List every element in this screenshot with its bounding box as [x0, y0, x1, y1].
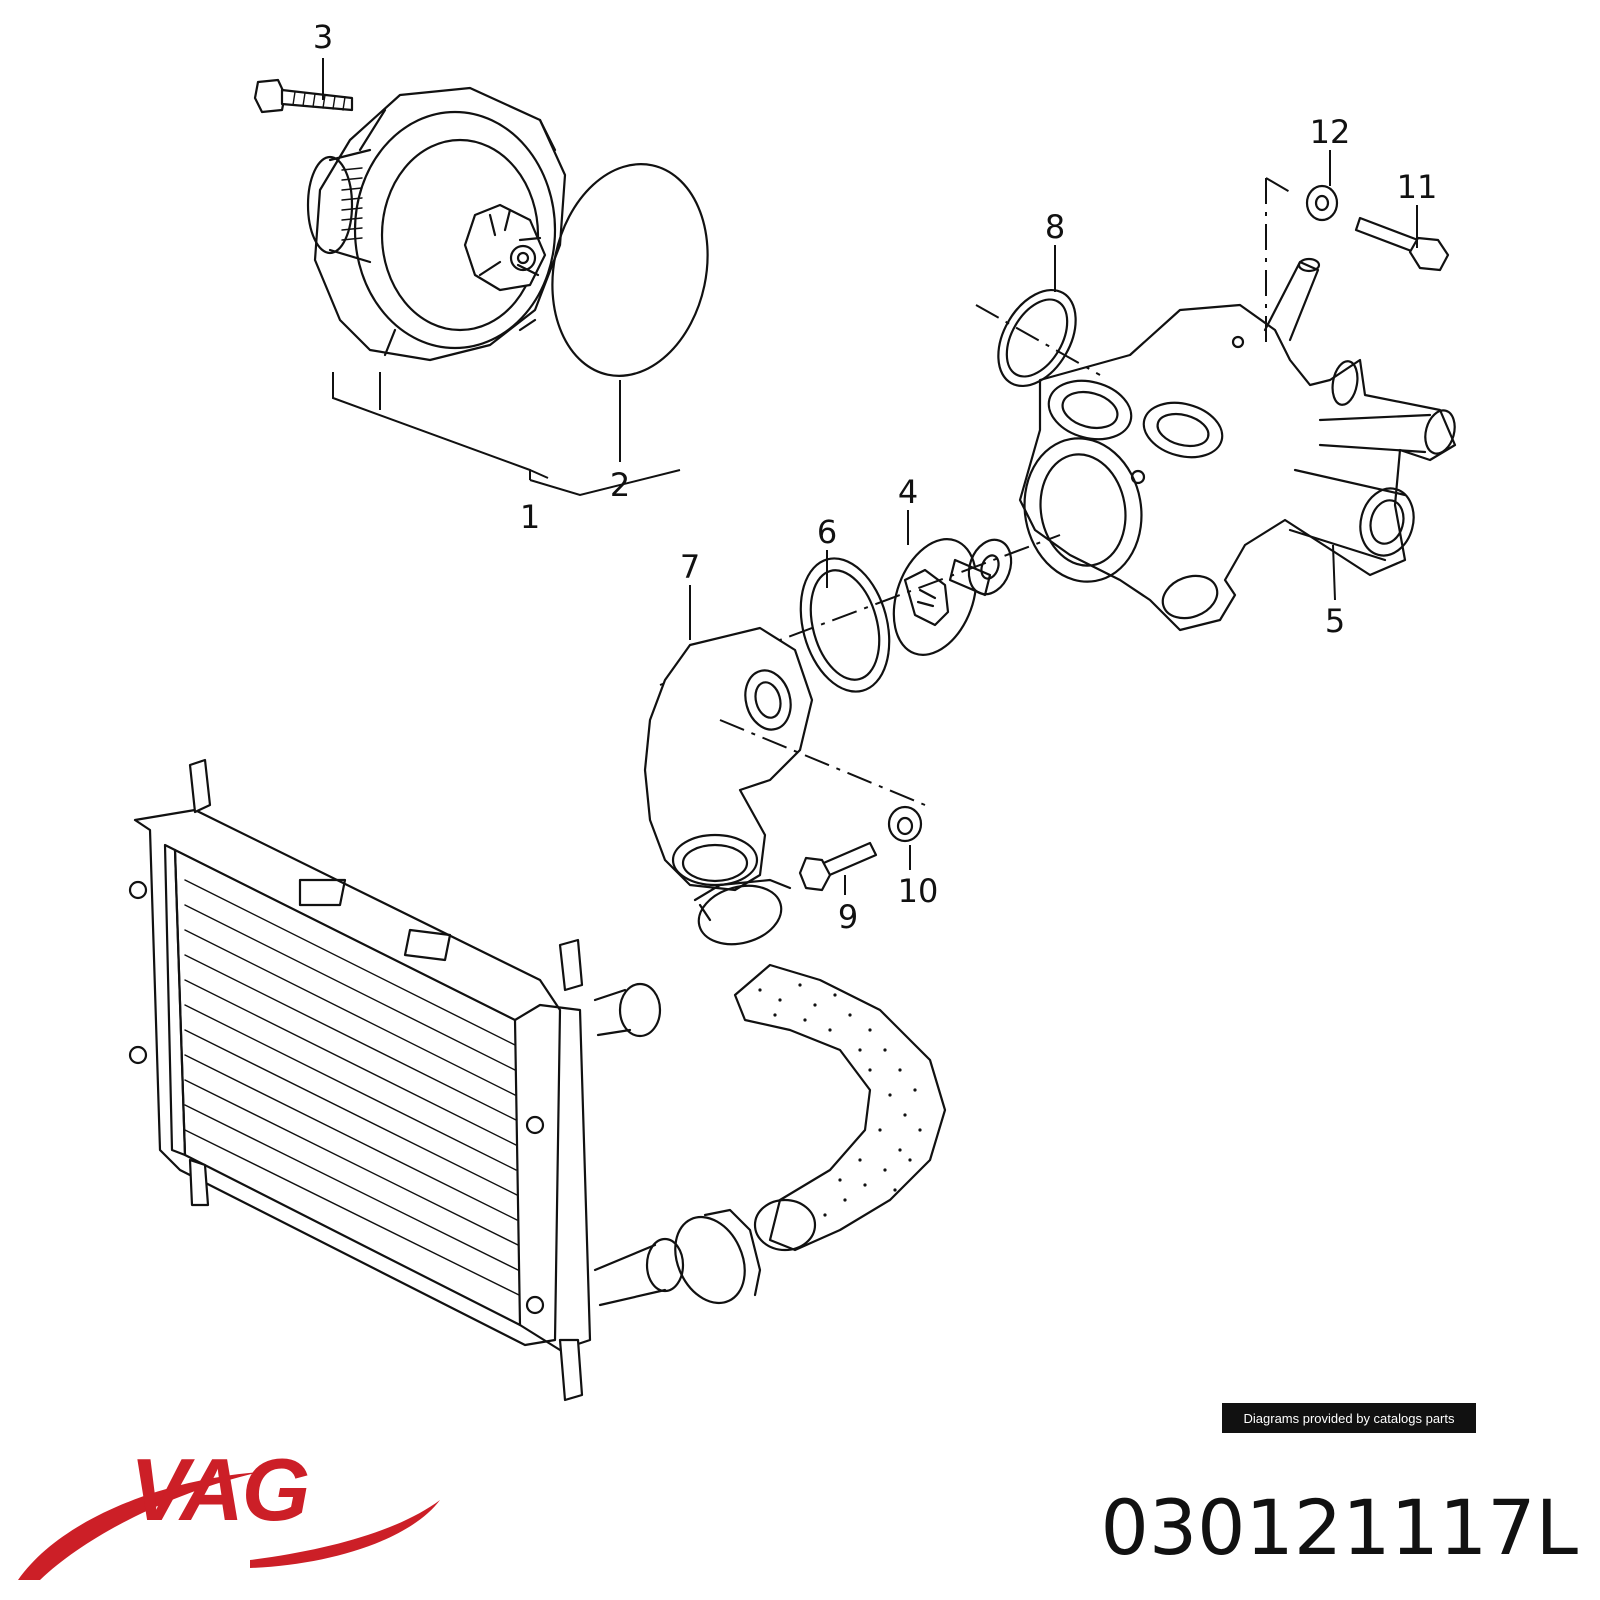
callout-8: 8 [1045, 208, 1065, 246]
callout-6: 6 [817, 513, 837, 551]
bolt-11 [1354, 216, 1450, 272]
callout-10: 10 [898, 872, 939, 910]
radiator [128, 758, 685, 1402]
pump-gasket-o-ring [551, 163, 709, 377]
water-pump [306, 86, 567, 362]
leader-lines [322, 58, 1418, 895]
washer-10 [887, 805, 923, 843]
brand-swoosh-logo [18, 1472, 440, 1580]
bolt-9 [798, 841, 878, 892]
callout-4: 4 [898, 473, 918, 511]
callout-12: 12 [1310, 113, 1351, 151]
callout-1: 1 [520, 498, 540, 536]
callout-labels: 1 2 3 4 5 6 7 8 9 10 11 12 [313, 18, 1438, 936]
coolant-elbow-7 [643, 626, 814, 892]
hose-clamp-upper [693, 878, 792, 946]
hose-clamp-lower [674, 1208, 762, 1305]
coolant-hose [733, 963, 947, 1252]
thermostat-4 [892, 538, 1013, 656]
callout-3: 3 [313, 18, 333, 56]
diagram-credit: Diagrams provided by catalogs parts [1222, 1403, 1476, 1433]
callout-9: 9 [838, 898, 858, 936]
callout-11: 11 [1397, 168, 1438, 206]
callout-5: 5 [1325, 602, 1345, 640]
pump-bolt [253, 78, 354, 114]
callout-2: 2 [610, 466, 630, 504]
part-number: 030121117L [1100, 1483, 1578, 1572]
callout-7: 7 [680, 548, 700, 586]
bracket-1 [332, 372, 681, 497]
brand-logo-text: VAG [130, 1440, 310, 1539]
washer-12 [1305, 184, 1339, 222]
thermostat-housing [1018, 257, 1457, 632]
